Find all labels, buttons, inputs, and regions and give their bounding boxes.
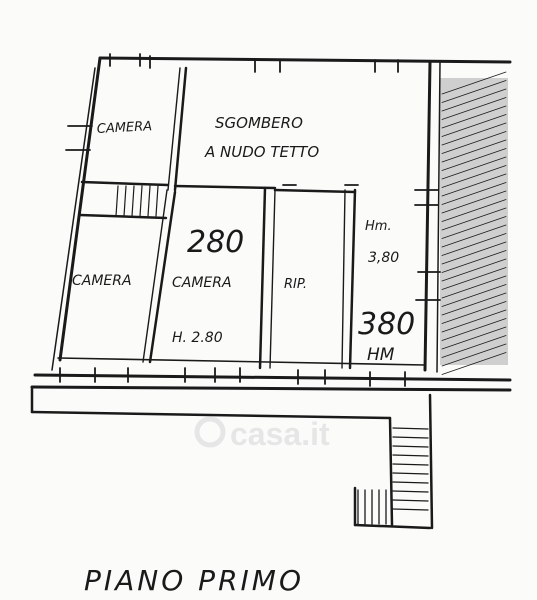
hatch-line <box>441 165 507 188</box>
hatch-line <box>441 182 507 205</box>
height-hm-value: 3,80 <box>368 250 399 266</box>
label-sgombero: SGOMBERO <box>215 114 303 132</box>
stair-tread <box>392 454 429 457</box>
hatch-line <box>441 97 507 120</box>
interior-walls <box>57 66 426 370</box>
label-rip: RIP. <box>284 277 307 292</box>
outer-walls <box>30 56 512 392</box>
label-camera-top: CAMERA <box>96 119 152 137</box>
height-hm-small: HM <box>367 345 395 365</box>
label-camera-mid: CAMERA <box>172 275 232 291</box>
interior-stairs <box>115 185 159 217</box>
stair-tread <box>392 481 429 484</box>
height-hm-label: Hm. <box>365 219 392 234</box>
hatch-line <box>441 156 507 180</box>
stair-tread <box>392 508 429 511</box>
hatch-line <box>441 88 507 112</box>
hatch-line <box>441 352 507 375</box>
room-labels: CAMERA SGOMBERO A NUDO TETTO CAMERA CAME… <box>72 114 319 292</box>
hatched-wall <box>440 71 508 375</box>
height-380: 380 <box>358 307 415 342</box>
height-labels: 280 H. 2.80 Hm. 3,80 380 HM <box>172 219 415 365</box>
floor-title: PIANO PRIMO <box>84 564 304 597</box>
hatch-line <box>441 131 507 154</box>
hatch-line <box>441 326 507 350</box>
hatch-line <box>441 148 507 171</box>
hatch-line <box>441 233 507 256</box>
hatch-line <box>441 139 507 163</box>
hatch-line <box>441 250 507 273</box>
hatch-line <box>441 343 507 367</box>
hatch-line <box>441 190 507 214</box>
hatch-line <box>441 199 507 222</box>
watermark-text: casa.it <box>230 416 330 452</box>
stair-tread <box>392 499 429 502</box>
stair-tread <box>392 436 429 439</box>
hatch-line <box>441 122 507 146</box>
hatch-line <box>441 114 507 137</box>
stair-tread <box>392 472 429 475</box>
hatch-line <box>441 275 507 299</box>
hatch-line <box>441 258 507 282</box>
hatch-line <box>441 216 507 239</box>
opening-marks <box>59 53 441 387</box>
exterior-stairs <box>357 427 429 525</box>
hatch-line <box>441 207 507 231</box>
hatch-line <box>441 241 507 265</box>
hatch-line <box>441 284 507 307</box>
hatch-line <box>441 335 507 358</box>
height-camera: H. 2.80 <box>172 330 223 346</box>
stair-tread <box>392 445 429 448</box>
stair-tread <box>392 463 429 466</box>
hatch-line <box>441 173 507 197</box>
exterior-landing <box>30 385 434 530</box>
label-camera-left: CAMERA <box>72 273 132 289</box>
label-nudo-tetto: A NUDO TETTO <box>204 143 319 161</box>
hatch-line <box>441 267 507 290</box>
hatch-line <box>441 71 507 95</box>
stair-tread <box>392 490 429 493</box>
hatch-line <box>441 224 507 248</box>
height-280: 280 <box>187 225 244 260</box>
hatch-line <box>441 80 507 103</box>
hatch-line <box>441 318 507 341</box>
hatch-line <box>441 301 507 324</box>
hatch-line <box>441 292 507 316</box>
hatch-line <box>441 105 507 129</box>
watermark: casa.it <box>194 416 330 452</box>
stair-tread <box>392 427 429 430</box>
hatch-line <box>441 309 507 333</box>
